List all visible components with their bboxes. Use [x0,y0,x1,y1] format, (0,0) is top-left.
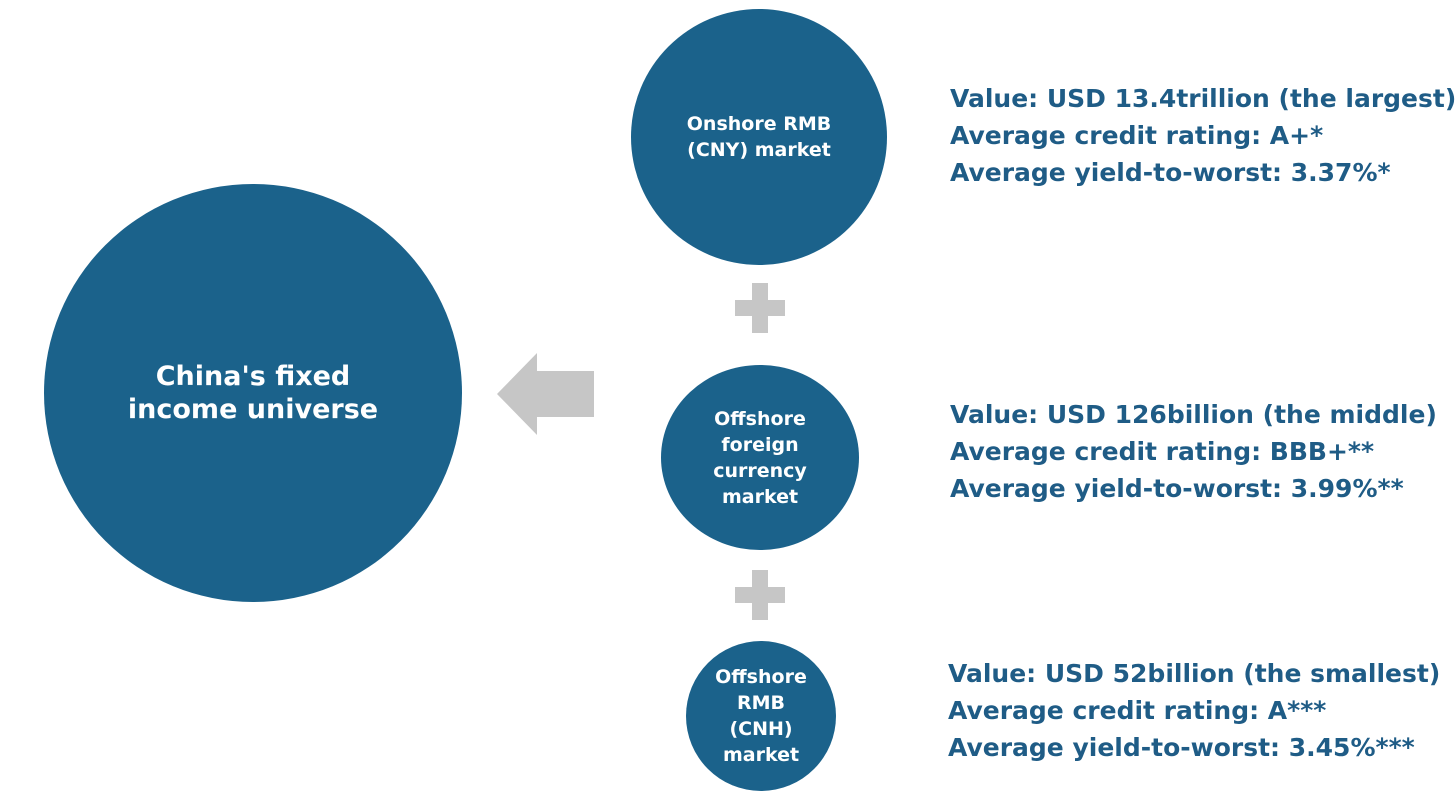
universe-circle: China's fixed income universe [44,184,462,602]
onshore-value: Value: USD 13.4trillion (the largest) [950,84,1456,113]
offshore-foreign-rating: Average credit rating: BBB+** [950,437,1375,466]
offshore-cnh-market-label: Offshore RMB (CNH) market [715,666,807,766]
universe-label: China's fixed income universe [127,361,379,425]
plus-icon [735,570,785,620]
onshore-rating: Average credit rating: A+* [950,121,1324,150]
offshore-cnh-market-circle: Offshore RMB (CNH) market [686,641,836,791]
offshore-foreign-value: Value: USD 126billion (the middle) [950,400,1437,429]
offshore-foreign-market-info: Value: USD 126billion (the middle) Avera… [950,396,1437,507]
onshore-yield: Average yield-to-worst: 3.37%* [950,158,1391,187]
onshore-market-circle: Onshore RMB (CNY) market [631,9,887,265]
offshore-foreign-yield: Average yield-to-worst: 3.99%** [950,474,1404,503]
offshore-foreign-market-circle: Offshore foreign currency market [661,365,859,550]
offshore-cnh-yield: Average yield-to-worst: 3.45%*** [948,733,1415,762]
offshore-cnh-market-info: Value: USD 52billion (the smallest) Aver… [948,655,1440,766]
left-arrow-icon [497,353,594,435]
offshore-cnh-value: Value: USD 52billion (the smallest) [948,659,1441,688]
plus-icon [735,283,785,333]
offshore-cnh-rating: Average credit rating: A*** [948,696,1327,725]
onshore-market-info: Value: USD 13.4trillion (the largest) Av… [950,80,1456,191]
onshore-market-label: Onshore RMB (CNY) market [686,113,832,161]
offshore-foreign-market-label: Offshore foreign currency market [713,407,807,508]
